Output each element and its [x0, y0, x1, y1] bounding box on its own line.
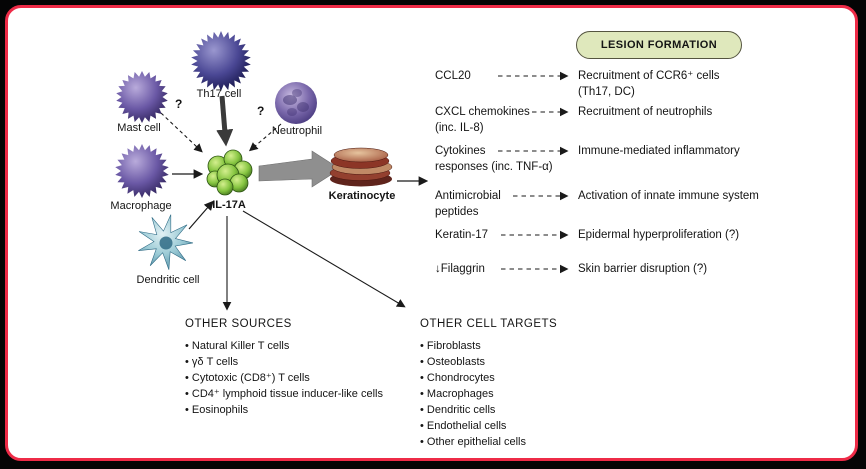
effect-skin-barrier-disruption: Skin barrier disruption (?) [578, 263, 708, 275]
other-sources-title: OTHER SOURCES [185, 318, 292, 330]
mediator-keratin17: Keratin-17 [435, 229, 489, 241]
other-sources-item: γδ T cells [185, 354, 383, 370]
macrophage-icon [115, 144, 169, 198]
mediator-ccl20: CCL20 [435, 70, 471, 82]
neutrophil-icon [275, 82, 317, 124]
mast-question-mark: ? [175, 97, 183, 111]
mast-cell-icon [116, 71, 168, 123]
mediator-antimicrobial-peptides: Antimicrobial peptides [435, 190, 501, 218]
other-sources-section: OTHER SOURCES Natural Killer T cells γδ … [185, 318, 383, 418]
other-sources-item: Natural Killer T cells [185, 338, 383, 354]
mediator-cytokines: Cytokines responses (inc. TNF-α) [435, 145, 553, 173]
mediator-filaggrin: ↓Filaggrin [435, 263, 485, 275]
keratinocyte-label: Keratinocyte [328, 190, 396, 202]
effect-innate-immune-activation: Activation of innate immune system [578, 190, 759, 202]
mediator-cxcl-chemokines: CXCL chemokines (inc. IL-8) [435, 106, 530, 134]
macrophage-label: Macrophage [110, 200, 172, 212]
neutrophil-label: Neutrophil [271, 125, 323, 137]
other-targets-item: Macrophages [420, 386, 557, 402]
other-targets-section: OTHER CELL TARGETS Fibroblasts Osteoblas… [420, 318, 557, 450]
other-targets-item: Other epithelial cells [420, 434, 557, 450]
other-targets-item: Fibroblasts [420, 338, 557, 354]
other-targets-title: OTHER CELL TARGETS [420, 318, 558, 330]
th17-cell-label: Th17 cell [196, 88, 242, 100]
other-targets-item: Osteoblasts [420, 354, 557, 370]
il17a-molecule-icon [206, 149, 253, 196]
dendritic-cell-icon [138, 214, 194, 270]
keratinocyte-icon [329, 147, 393, 187]
effect-neutrophil-recruitment: Recruitment of neutrophils [578, 106, 713, 118]
other-sources-item: Cytotoxic (CD8⁺) T cells [185, 370, 383, 386]
mast-cell-label: Mast cell [117, 122, 161, 134]
dendritic-cell-label: Dendritic cell [136, 274, 200, 286]
neutrophil-question-mark: ? [257, 104, 265, 118]
other-sources-item: CD4⁺ lymphoid tissue inducer-like cells [185, 386, 383, 402]
effect-epidermal-hyperproliferation: Epidermal hyperproliferation (?) [578, 229, 740, 241]
effect-inflammatory-responses: Immune-mediated inflammatory [578, 145, 740, 157]
other-targets-item: Dendritic cells [420, 402, 557, 418]
other-targets-item: Endothelial cells [420, 418, 557, 434]
other-sources-item: Eosinophils [185, 402, 383, 418]
il17a-label: IL-17A [212, 199, 246, 211]
other-targets-item: Chondrocytes [420, 370, 557, 386]
lesion-formation-badge: LESION FORMATION [576, 31, 742, 59]
effect-ccr6-recruitment: Recruitment of CCR6⁺ cells (Th17, DC) [578, 70, 720, 98]
th17-cell-icon [191, 31, 251, 91]
